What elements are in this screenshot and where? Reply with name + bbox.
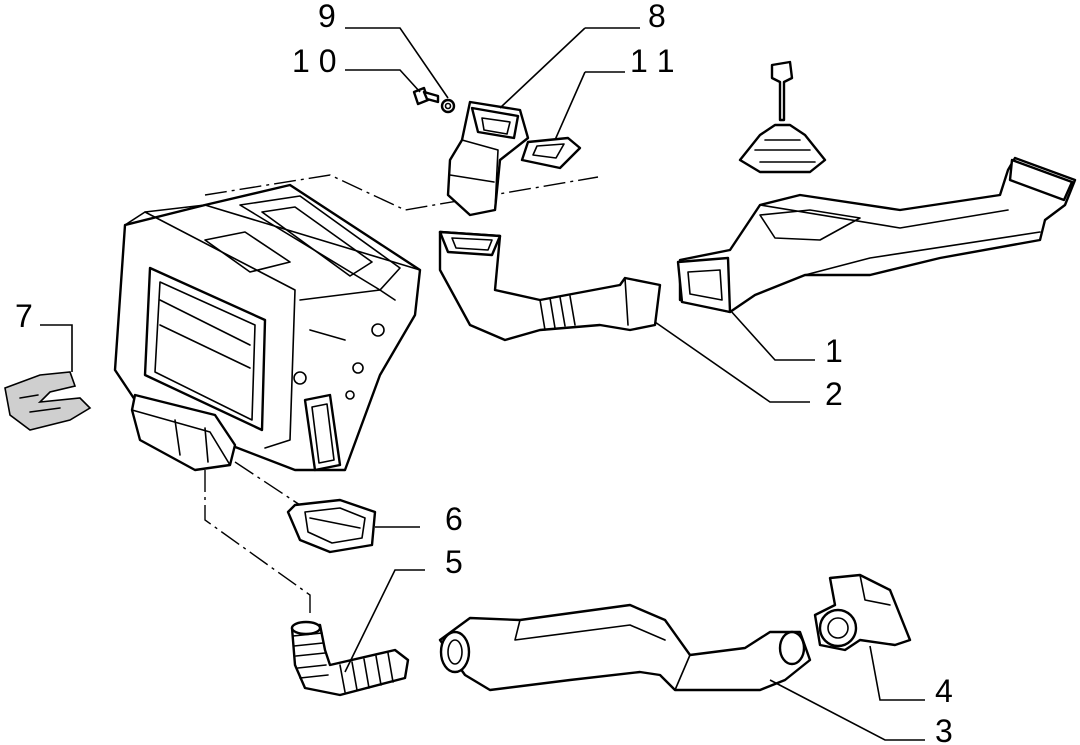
- part-5-flexible-hose: [290, 620, 410, 697]
- part-3-lower-duct: [438, 603, 812, 692]
- part-10-bolt: [412, 86, 440, 106]
- assembly-lines: [204, 174, 599, 618]
- callout-9: 9: [318, 0, 336, 34]
- part-1-floor-duct: [676, 156, 1077, 314]
- heater-distribution-box: [113, 183, 422, 472]
- part-9-nut: [440, 98, 456, 114]
- leader-lines: [40, 27, 925, 741]
- callout-2: 2: [825, 376, 843, 412]
- callout-3: 3: [935, 713, 953, 745]
- part-4-outlet-elbow: [813, 573, 912, 652]
- callout-5: 5: [445, 544, 463, 580]
- callout-7: 7: [15, 298, 33, 334]
- gear-lever-boot: [738, 60, 827, 174]
- part-6-outlet-flange: [286, 498, 377, 554]
- callout-1: 1: [825, 333, 843, 369]
- callout-6: 6: [445, 501, 463, 537]
- callout-11: 1 1: [630, 43, 674, 79]
- part-8-upper-duct-elbow: [446, 100, 530, 217]
- part-7-clip-pad: [4, 371, 92, 431]
- callout-8: 8: [648, 0, 666, 34]
- part-11-gasket: [520, 136, 582, 170]
- callout-10: 1 0: [292, 43, 336, 79]
- callout-labels: 9 1 0 8 1 1 7 1 2 6 5 4 3: [15, 0, 953, 745]
- part-2-connecting-duct: [438, 230, 662, 342]
- callout-4: 4: [935, 673, 953, 709]
